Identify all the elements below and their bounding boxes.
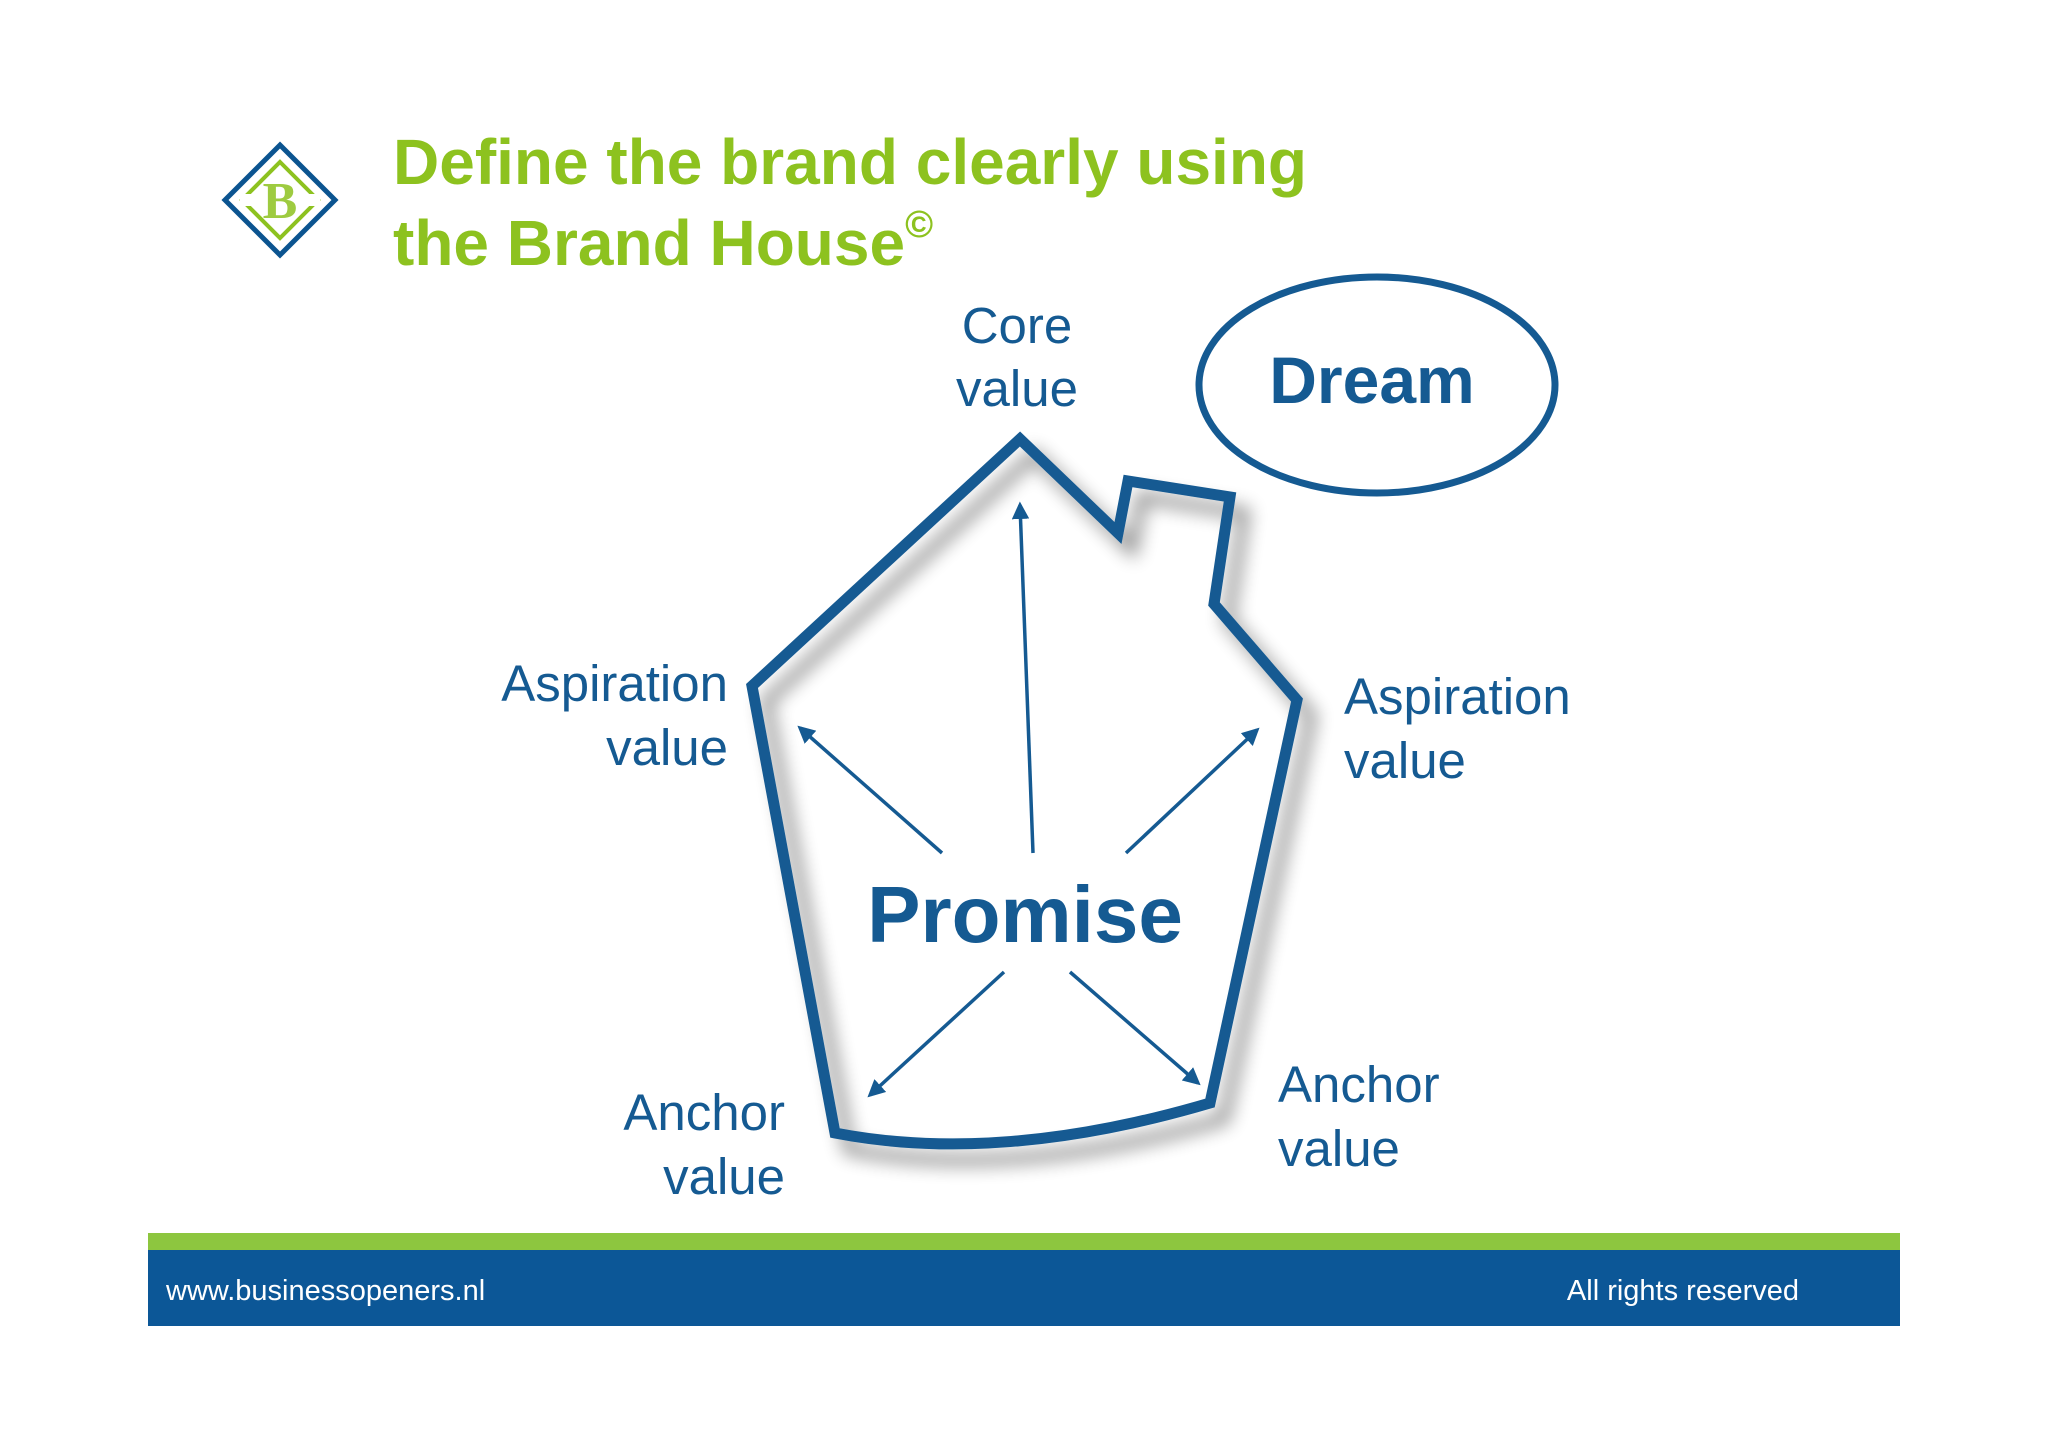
dream-ellipse xyxy=(1195,273,1559,497)
page-title-line-2: the Brand House© xyxy=(393,204,933,279)
logo-letter: B xyxy=(263,173,298,230)
anchor-right-label-line-2: value xyxy=(1278,1120,1400,1177)
arrow-to-aspiration-left xyxy=(797,725,944,855)
arrow-to-anchor-left xyxy=(867,970,1006,1098)
brand-diamond-logo-icon: B xyxy=(221,141,339,259)
aspiration-left-label-line-1: Aspiration xyxy=(501,655,728,712)
anchor-right-label-line-1: Anchor xyxy=(1278,1056,1440,1113)
anchor-left-label-line-1: Anchor xyxy=(623,1084,785,1141)
footer-website-link[interactable]: www.businessopeners.nl xyxy=(165,1275,485,1307)
page-title-text: the Brand House xyxy=(393,207,905,279)
footer-green-stripe xyxy=(148,1233,1900,1250)
promise-label: Promise xyxy=(867,870,1183,959)
footer-rights-text: All rights reserved xyxy=(1567,1275,1799,1307)
aspiration-left-label-line-2: value xyxy=(606,719,728,776)
dream-label: Dream xyxy=(1269,343,1474,417)
aspiration-right-label-line-2: value xyxy=(1344,732,1466,789)
core-value-label-line-2: value xyxy=(956,360,1078,417)
core-value-label-line-1: Core xyxy=(962,297,1073,354)
anchor-left-label-line-2: value xyxy=(663,1148,785,1205)
arrow-to-core-value xyxy=(1011,501,1035,854)
aspiration-right-label-line-1: Aspiration xyxy=(1344,668,1571,725)
page-title-line-1: Define the brand clearly using xyxy=(393,126,1307,198)
arrow-to-aspiration-right xyxy=(1124,727,1260,855)
copyright-symbol: © xyxy=(905,204,933,246)
brand-house-outline xyxy=(746,431,1303,1150)
arrow-to-anchor-right xyxy=(1068,970,1201,1086)
footer-blue-bar xyxy=(148,1250,1900,1326)
